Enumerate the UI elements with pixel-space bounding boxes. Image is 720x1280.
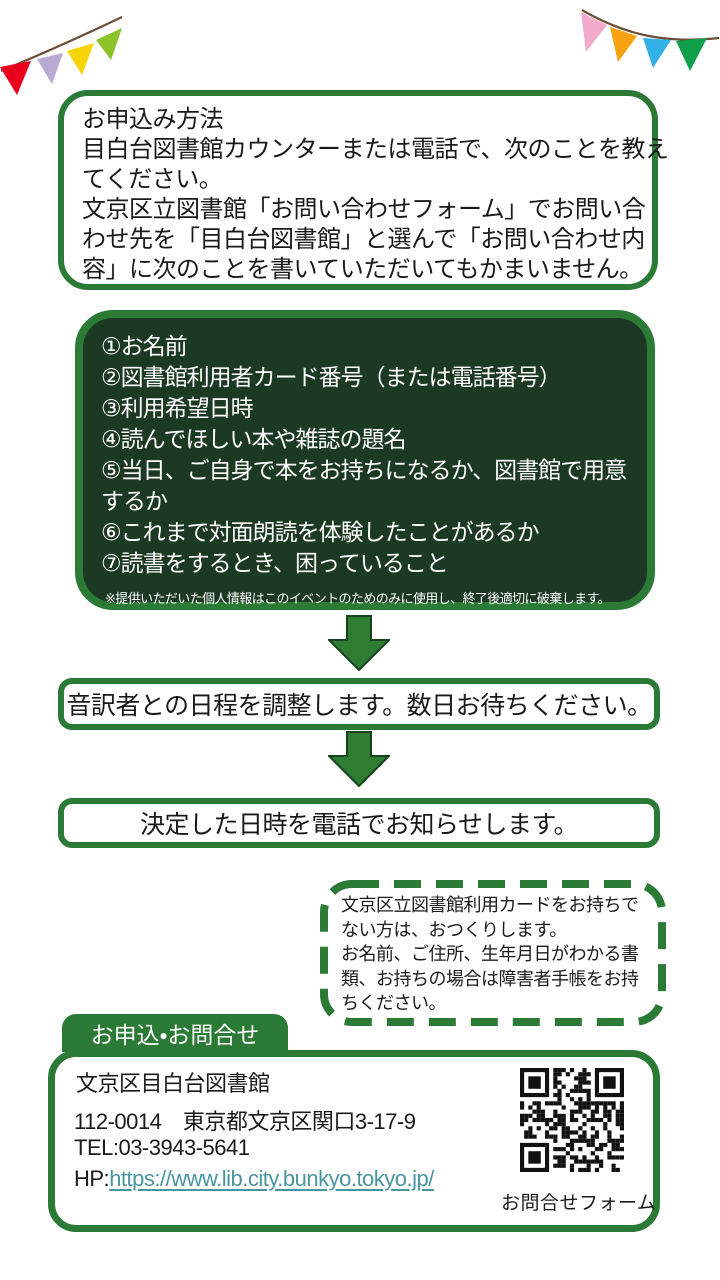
application-method-box: お申込み方法 目白台図書館カウンターまたは電話で、次のことを教え てください。 … [58,90,669,290]
step-label: 決定した日時を電話でお知らせします。 [139,811,579,839]
contact-heading-label: お申込・お問合せ [90,1022,260,1048]
card-note-line: ない方は、おつくりします。 [341,919,567,940]
privacy-note: ※提供いただいた個人情報はこのイベントのためのみに使用し、終了後適切に破棄します… [105,591,611,606]
down-arrow-icon [328,615,390,671]
qr-code [520,1068,624,1172]
required-info-item: するか [101,488,168,514]
step-label: 音訳者との日程を調整します。数日お待ちください。 [66,692,652,720]
step-box-schedule: 音訳者との日程を調整します。数日お待ちください。 [58,678,660,730]
required-info-box: ①お名前 ②図書館利用者カード番号（または電話番号） ③利用希望日時 ④読んでほ… [75,310,655,610]
contact-heading-badge: お申込・お問合せ [62,1014,288,1052]
down-arrow-icon [328,731,390,787]
bunting-garland-right-icon [581,9,720,71]
bunting-garland-left-icon [0,16,123,95]
library-tel: TEL:03-3943-5641 [74,1135,250,1160]
required-info-item: ③利用希望日時 [101,395,254,421]
library-homepage: HP:https://www.lib.city.bunkyo.tokyo.jp/ [74,1166,434,1192]
required-info-item: ⑥これまで対面朗読を体験したことがあるか [101,519,540,545]
required-info-item: ④読んでほしい本や雑誌の題名 [101,426,406,452]
card-note-dashed-border [320,880,666,1026]
card-note-line: ちください。 [341,993,447,1013]
homepage-link[interactable]: https://www.lib.city.bunkyo.tokyo.jp/ [109,1166,434,1191]
card-note-line: 文京区立図書館利用カードをお持ちで [341,895,639,915]
card-note-line: お名前、ご住所、生年月日がわかる書 [341,944,639,964]
required-info-item: ⑤当日、ご自身で本をお持ちになるか、図書館で用意 [101,457,627,483]
intro-line: お申込み方法 [82,106,224,133]
library-address: 112-0014 東京都文京区関口3-17-9 [74,1109,416,1134]
hp-label: HP: [74,1166,110,1191]
library-card-note: 文京区立図書館利用カードをお持ちで ない方は、おつくりします。 お名前、ご住所、… [341,893,653,1016]
intro-line: てください。 [82,166,223,193]
qr-caption: お問合せフォーム [501,1193,657,1214]
intro-line: 容」に次のことを書いていただいてもかまいません。 [82,256,643,283]
intro-line: 目白台図書館カウンターまたは電話で、次のことを教え [82,136,669,163]
library-name: 文京区目白台図書館 [76,1071,270,1096]
required-info-item: ②図書館利用者カード番号（または電話番号） [101,364,562,390]
intro-line: 文京区立図書館「お問い合わせフォーム」でお問い合 [82,196,646,223]
card-note-line: 類、お持ちの場合は障害者手帳をお持 [341,968,639,989]
step-box-notify: 決定した日時を電話でお知らせします。 [58,798,660,848]
intro-line: わせ先を「目白台図書館」と選んで「お問い合わせ内 [82,226,645,253]
required-info-item: ①お名前 [101,333,188,359]
required-info-item: ⑦読書をするとき、困っていること [101,550,449,576]
